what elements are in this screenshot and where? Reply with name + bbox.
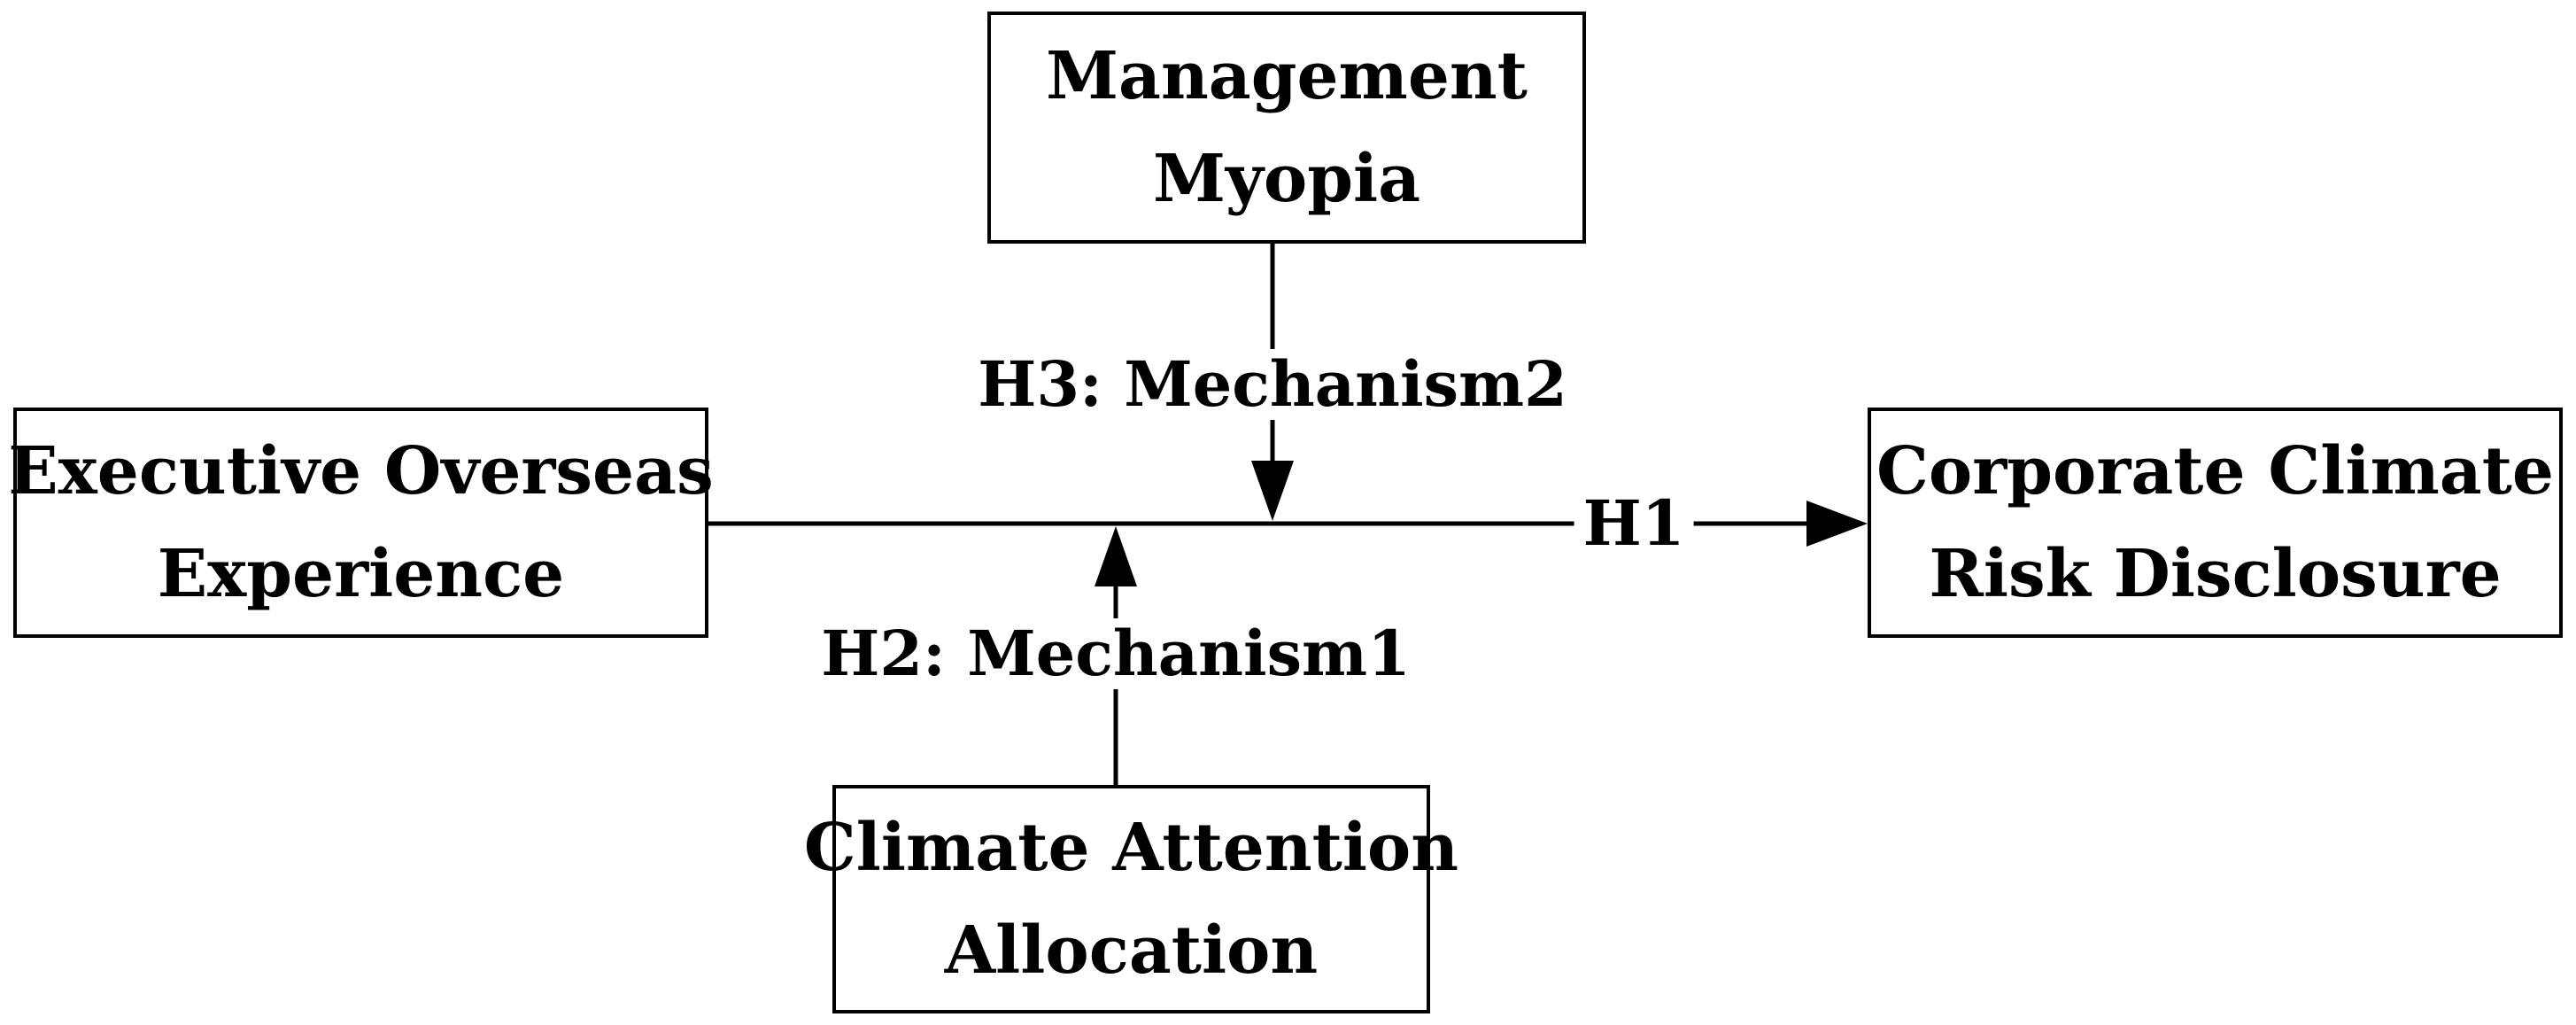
h3-arrowhead [1251,461,1294,521]
node-corporate-climate-risk-disclosure: Corporate Climate Risk Disclosure [1868,408,2563,638]
node-management-myopia-line-1: Management [1046,38,1528,114]
edge-label-h3: H3: Mechanism2 [971,349,1574,420]
node-climate-attention-allocation: Climate Attention Allocation [804,785,1458,1013]
node-executive-overseas-experience-line-2: Experience [157,536,565,612]
h2-arrowhead [1095,526,1137,586]
edge-label-h1: H1 [1574,488,1694,559]
node-executive-overseas-experience-line-1: Executive Overseas [8,433,714,509]
node-management-myopia: Management Myopia [987,12,1586,244]
edge-label-h2: H2: Mechanism1 [814,618,1418,689]
node-corporate-climate-risk-disclosure-line-2: Risk Disclosure [1929,536,2502,612]
node-management-myopia-line-2: Myopia [1152,141,1421,217]
node-climate-attention-allocation-line-2: Allocation [944,912,1319,989]
node-executive-overseas-experience: Executive Overseas Experience [8,408,714,638]
node-climate-attention-allocation-line-1: Climate Attention [803,810,1459,886]
node-corporate-climate-risk-disclosure-line-1: Corporate Climate [1876,433,2554,509]
h1-arrowhead [1806,501,1868,547]
